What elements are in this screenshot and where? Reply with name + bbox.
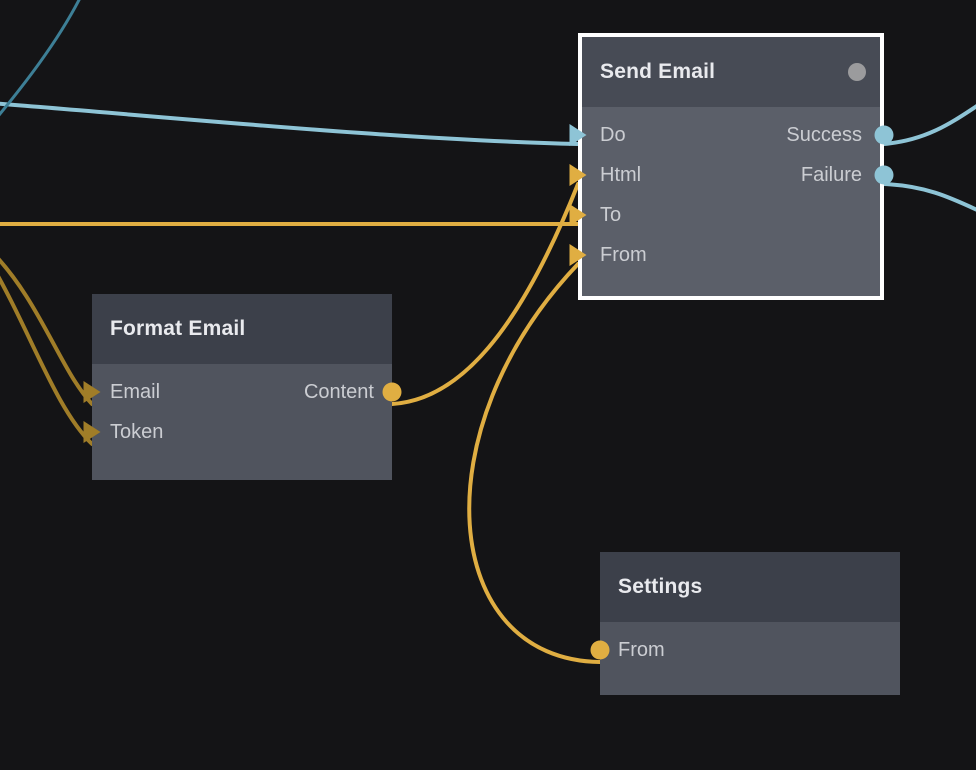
port-row: Html Failure	[582, 155, 880, 195]
output-port-send-email-success-icon[interactable]	[874, 125, 894, 145]
output-port-format-email-content-icon[interactable]	[382, 382, 402, 402]
node-header-send-email[interactable]: Send Email	[582, 37, 880, 107]
node-title-send-email: Send Email	[600, 60, 716, 83]
input-port-send-email-to-icon[interactable]	[569, 204, 587, 226]
port-row: To	[582, 195, 880, 235]
input-port-label-do[interactable]: Do	[600, 123, 626, 146]
input-port-label-from[interactable]: From	[600, 243, 647, 266]
input-port-format-email-email-icon[interactable]	[83, 381, 101, 403]
output-port-label-from[interactable]: From	[618, 638, 665, 661]
input-port-label-email[interactable]: Email	[110, 380, 161, 403]
port-row: Token	[92, 412, 392, 452]
port-row: From	[582, 235, 880, 275]
node-header-settings[interactable]: Settings	[600, 552, 900, 622]
port-row: From	[600, 630, 900, 670]
node-title-settings: Settings	[618, 575, 703, 598]
input-port-label-html[interactable]: Html	[600, 163, 642, 186]
node-header-format-email[interactable]: Format Email	[92, 294, 392, 364]
input-port-send-email-html-icon[interactable]	[569, 164, 587, 186]
output-port-label-failure[interactable]: Failure	[800, 163, 862, 186]
port-row: Do Success	[582, 115, 880, 155]
port-row: Email Content	[92, 372, 392, 412]
output-port-send-email-failure-icon[interactable]	[874, 165, 894, 185]
input-port-send-email-do-icon[interactable]	[569, 124, 587, 146]
input-port-label-to[interactable]: To	[600, 203, 622, 226]
input-port-send-email-from-icon[interactable]	[569, 244, 587, 266]
status-dot-icon	[848, 63, 866, 81]
input-port-label-token[interactable]: Token	[110, 420, 164, 443]
input-port-format-email-token-icon[interactable]	[83, 421, 101, 443]
output-port-settings-from-icon[interactable]	[590, 640, 610, 660]
node-title-format-email: Format Email	[110, 317, 246, 340]
output-port-label-success[interactable]: Success	[786, 123, 862, 146]
output-port-label-content[interactable]: Content	[303, 380, 374, 403]
node-body-settings: From	[600, 622, 900, 695]
